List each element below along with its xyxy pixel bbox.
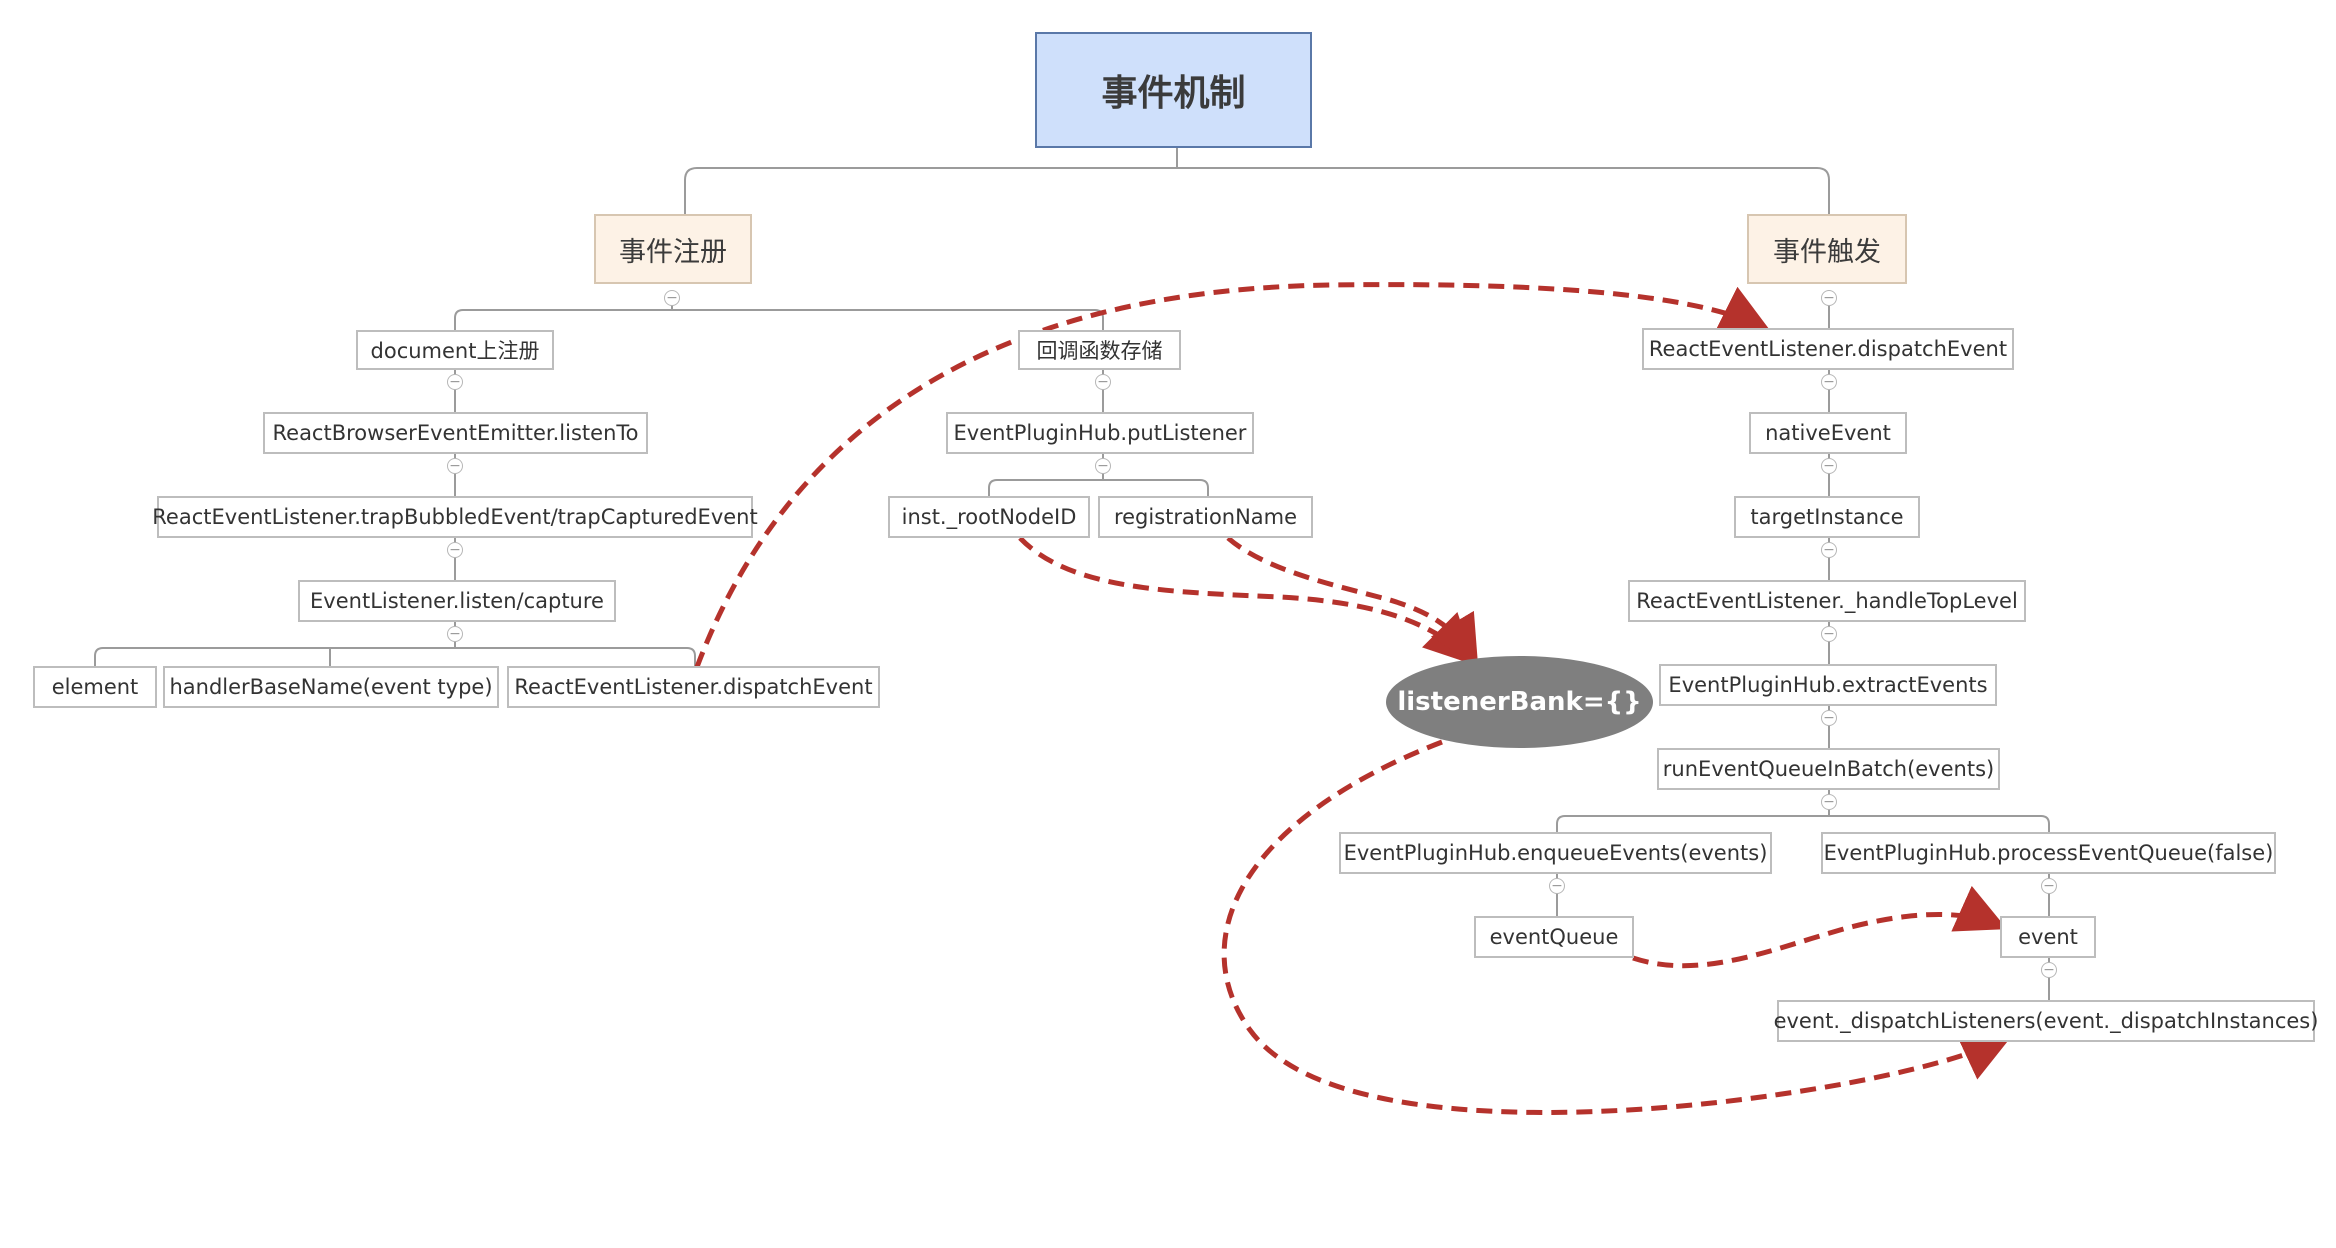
collapse-circle-icon[interactable]: − [1821, 626, 1837, 642]
collapse-circle-icon[interactable]: − [447, 374, 463, 390]
collapse-circle-icon[interactable]: − [2041, 962, 2057, 978]
node-callback-storage-label: 回调函数存储 [1036, 339, 1163, 363]
node-element-label: element [51, 675, 139, 699]
collapse-circle-icon[interactable]: − [664, 290, 680, 306]
flow-arrows [694, 282, 2013, 1115]
collapse-circle-icon[interactable]: − [447, 626, 463, 642]
arrow-rootnodeid-to-bank [1018, 536, 1476, 666]
node-dispatch-listeners-label: event._dispatchListeners(event._dispatch… [1773, 1009, 2319, 1033]
node-put-listener[interactable]: EventPluginHub.putListener [946, 412, 1254, 454]
branch-trigger-label: 事件触发 [1773, 236, 1881, 268]
node-enqueue-events-label: EventPluginHub.enqueueEvents(events) [1343, 841, 1768, 865]
collapse-circle-icon[interactable]: − [1095, 374, 1111, 390]
arrow-bank-to-dispatchlisteners [1221, 739, 2013, 1115]
node-document-register-label: document上注册 [370, 339, 540, 363]
node-event[interactable]: event [2000, 916, 2096, 958]
collapse-circle-icon[interactable]: − [1821, 710, 1837, 726]
node-target-instance-label: targetInstance [1750, 505, 1904, 529]
node-listen-capture[interactable]: EventListener.listen/capture [298, 580, 616, 622]
node-document-register[interactable]: document上注册 [356, 330, 554, 370]
node-handler-base-name[interactable]: handlerBaseName(event type) [163, 666, 499, 708]
arrow-dispatch-to-trigger [694, 282, 1771, 668]
node-listen-to[interactable]: ReactBrowserEventEmitter.listenTo [263, 412, 648, 454]
node-process-event-queue[interactable]: EventPluginHub.processEventQueue(false) [1821, 832, 2276, 874]
collapse-circle-icon[interactable]: − [447, 542, 463, 558]
collapse-circle-icon[interactable]: − [1821, 542, 1837, 558]
node-put-listener-label: EventPluginHub.putListener [953, 421, 1247, 445]
listener-bank-label: listenerBank={} [1397, 687, 1642, 717]
root-label: 事件机制 [1101, 73, 1246, 114]
collapse-circle-icon[interactable]: − [1821, 794, 1837, 810]
collapse-circle-icon[interactable]: − [1095, 458, 1111, 474]
node-event-queue[interactable]: eventQueue [1474, 916, 1634, 958]
node-native-event[interactable]: nativeEvent [1749, 412, 1907, 454]
node-process-event-queue-label: EventPluginHub.processEventQueue(false) [1823, 841, 2274, 865]
collapse-circle-icon[interactable]: − [1821, 374, 1837, 390]
collapse-circle-icon[interactable]: − [1821, 290, 1837, 306]
collapse-circle-icon[interactable]: − [1549, 878, 1565, 894]
node-run-event-queue[interactable]: runEventQueueInBatch(events) [1657, 748, 2000, 790]
node-extract-events[interactable]: EventPluginHub.extractEvents [1659, 664, 1997, 706]
node-enqueue-events[interactable]: EventPluginHub.enqueueEvents(events) [1339, 832, 1772, 874]
collapse-circle-icon[interactable]: − [447, 458, 463, 474]
node-listen-capture-label: EventListener.listen/capture [310, 589, 604, 613]
node-trap-event[interactable]: ReactEventListener.trapBubbledEvent/trap… [152, 496, 758, 538]
node-root-node-id-label: inst._rootNodeID [901, 505, 1077, 529]
node-handle-top-level[interactable]: ReactEventListener._handleTopLevel [1628, 580, 2026, 622]
node-dispatch-event-registration-label: ReactEventListener.dispatchEvent [514, 675, 873, 699]
node-event-label: event [2018, 925, 2078, 949]
node-target-instance[interactable]: targetInstance [1734, 496, 1920, 538]
node-dispatch-event-trigger[interactable]: ReactEventListener.dispatchEvent [1642, 328, 2014, 370]
node-handle-top-level-label: ReactEventListener._handleTopLevel [1636, 589, 2018, 613]
node-registration-name-label: registrationName [1113, 505, 1298, 529]
branch-trigger[interactable]: 事件触发 [1747, 214, 1907, 284]
node-native-event-label: nativeEvent [1765, 421, 1891, 445]
node-extract-events-label: EventPluginHub.extractEvents [1668, 673, 1988, 697]
node-handler-base-name-label: handlerBaseName(event type) [169, 675, 493, 699]
node-listen-to-label: ReactBrowserEventEmitter.listenTo [272, 421, 639, 445]
node-dispatch-event-registration[interactable]: ReactEventListener.dispatchEvent [507, 666, 880, 708]
node-registration-name[interactable]: registrationName [1098, 496, 1313, 538]
root-node[interactable]: 事件机制 [1035, 32, 1312, 148]
collapse-circle-icon[interactable]: − [2041, 878, 2057, 894]
listener-bank-ellipse[interactable]: listenerBank={} [1386, 656, 1653, 748]
node-dispatch-listeners[interactable]: event._dispatchListeners(event._dispatch… [1774, 1000, 2318, 1042]
node-root-node-id[interactable]: inst._rootNodeID [888, 496, 1090, 538]
node-run-event-queue-label: runEventQueueInBatch(events) [1662, 757, 1995, 781]
node-event-queue-label: eventQueue [1489, 925, 1619, 949]
arrow-eventqueue-to-event [1632, 885, 2008, 969]
branch-registration[interactable]: 事件注册 [594, 214, 752, 284]
node-callback-storage[interactable]: 回调函数存储 [1018, 330, 1181, 370]
node-dispatch-event-trigger-label: ReactEventListener.dispatchEvent [1648, 337, 2008, 361]
node-trap-event-label: ReactEventListener.trapBubbledEvent/trap… [152, 505, 758, 529]
branch-registration-label: 事件注册 [619, 236, 727, 268]
collapse-circle-icon[interactable]: − [1821, 458, 1837, 474]
node-element[interactable]: element [33, 666, 157, 708]
